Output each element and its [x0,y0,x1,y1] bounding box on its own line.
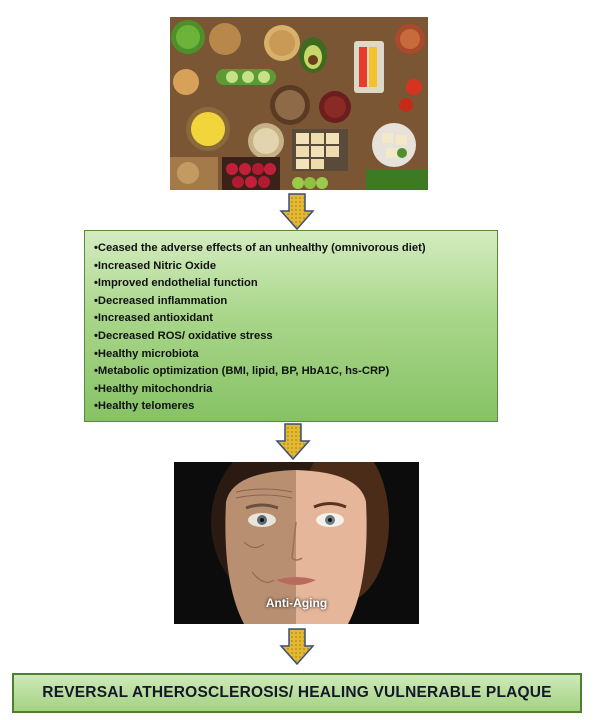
down-arrow-icon [279,628,315,666]
down-arrow-icon [279,193,315,231]
conclusion-text: REVERSAL ATHEROSCLEROSIS/ HEALING VULNER… [42,684,552,701]
down-arrow-2 [275,423,311,461]
benefit-item: •Healthy mitochondria [94,382,213,395]
benefit-item: •Decreased inflammation [94,294,228,307]
down-arrow-icon [275,423,311,461]
benefit-item: •Decreased ROS/ oxidative stress [94,329,273,342]
aging-face-photo-icon [174,462,419,624]
benefit-item: •Increased Nitric Oxide [94,259,217,272]
healthy-plant-foods-photo-icon [170,17,428,190]
down-arrow-1 [279,193,315,231]
benefits-box: •Ceased the adverse effects of an unheal… [84,230,498,422]
benefit-item: •Healthy microbiota [94,347,199,360]
benefits-list: •Ceased the adverse effects of an unheal… [94,240,497,416]
benefit-item: •Increased antioxidant [94,312,213,325]
benefit-item: •Ceased the adverse effects of an unheal… [94,242,426,254]
benefit-item: •Improved endothelial function [94,277,258,290]
benefit-item: •Healthy telomeres [94,400,195,413]
down-arrow-3 [279,628,315,666]
face-caption: Anti-Aging [265,596,328,610]
benefit-item: •Metabolic optimization (BMI, lipid, BP,… [94,365,390,378]
conclusion-box: REVERSAL ATHEROSCLEROSIS/ HEALING VULNER… [12,673,582,713]
anti-aging-face-photo: Anti-Aging [174,462,419,624]
healthy-food-photo [170,17,428,190]
